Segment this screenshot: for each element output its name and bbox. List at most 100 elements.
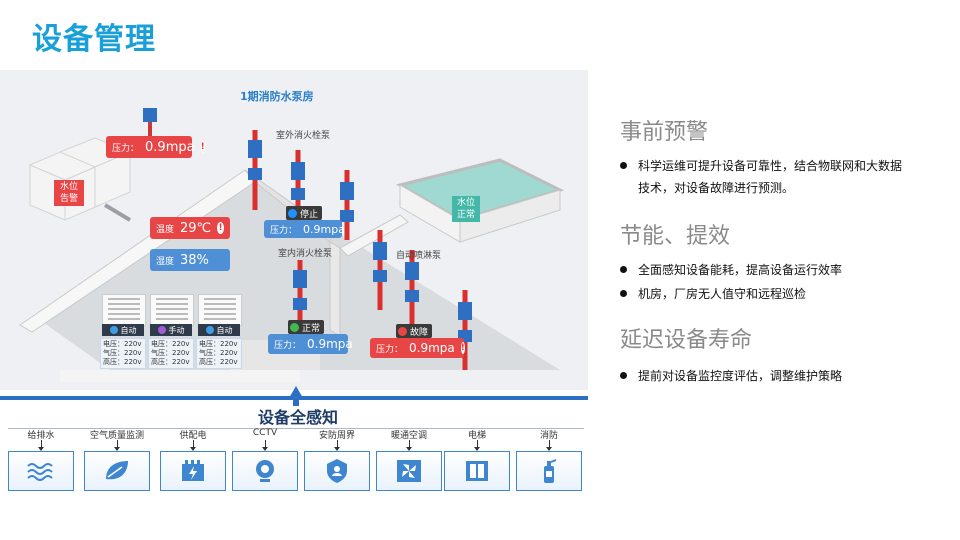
- pump-fault-pressure-label: 压力：: [376, 344, 404, 355]
- cabinet-mode-text: 自动: [216, 325, 233, 335]
- temperature-label: 温度: [156, 224, 175, 235]
- cabinet-info: 电压：220v 气压：220v 高压：220v: [100, 338, 146, 369]
- cabinet-voltage: 电压：220v: [103, 340, 142, 348]
- pump-normal-text: 正常: [302, 323, 321, 334]
- cabinet-high-pressure: 高压：220v: [199, 358, 238, 366]
- arrow-down-icon: [113, 440, 120, 451]
- fan-icon[interactable]: [376, 451, 442, 491]
- fault-icon: [398, 326, 407, 336]
- pressure-top-badge[interactable]: 压力： 0.9mpa !: [106, 136, 205, 158]
- left-tank-alarm-badge[interactable]: 水位 告警: [54, 180, 84, 206]
- temperature-badge[interactable]: 温度 29℃ !: [150, 217, 230, 239]
- pump-fault-text: 故障: [410, 327, 429, 338]
- pump-fault-status[interactable]: 故障: [396, 324, 433, 338]
- arrow-down-icon: [405, 440, 412, 451]
- pump-normal-pressure-label: 压力：: [274, 340, 302, 351]
- cabinet-voltage: 电压：220v: [199, 340, 238, 348]
- pump-fault-pressure[interactable]: 压力： 0.9mpa !: [370, 338, 465, 358]
- subsystem-hvac[interactable]: 暖通空调: [374, 428, 444, 491]
- subsystem-fire[interactable]: 消防: [514, 428, 584, 491]
- alert-icon: !: [217, 222, 224, 234]
- subsystem-name: 空气质量监测: [89, 431, 144, 441]
- pump-normal-status[interactable]: 正常: [288, 320, 325, 334]
- right-tank-line1: 水位: [456, 198, 475, 208]
- mode-icon: [205, 326, 214, 334]
- right-tank-line2: 正常: [456, 210, 475, 220]
- left-tank-line1: 水位: [59, 182, 78, 192]
- temperature-value: 29℃: [180, 220, 212, 236]
- scene-title: 1期消防水泵房: [240, 90, 314, 103]
- section-heading: 节能、提效: [620, 224, 731, 249]
- outdoor-hydrant-label: 室外消火栓泵: [276, 131, 331, 141]
- arrow-down-icon: [37, 440, 44, 451]
- subsystem-air-quality[interactable]: 空气质量监测: [82, 428, 152, 491]
- bullet-item: 提前对设备监控度评估，调整维护策略: [620, 365, 910, 387]
- subsystem-name: 电梯: [467, 431, 486, 441]
- pump-stop-pressure-label: 压力：: [270, 225, 298, 236]
- subsystem-name: CCTV: [252, 428, 278, 438]
- extinguisher-icon[interactable]: [516, 451, 582, 491]
- mode-icon: [157, 326, 166, 334]
- stop-icon: [288, 208, 297, 218]
- water-icon[interactable]: [8, 451, 74, 491]
- subsystem-security[interactable]: 安防周界: [302, 428, 372, 491]
- arrow-down-icon: [473, 440, 480, 451]
- pump-stop-status[interactable]: 停止: [286, 206, 323, 220]
- pump-stop-pressure[interactable]: 压力： 0.9mpa: [264, 220, 345, 238]
- alert-icon: !: [460, 342, 465, 354]
- camera-icon[interactable]: [232, 451, 298, 491]
- humidity-badge[interactable]: 湿度 38%: [150, 249, 230, 271]
- right-tank-status-badge[interactable]: 水位 正常: [452, 196, 480, 222]
- arrow-down-icon: [261, 440, 268, 451]
- shield-icon[interactable]: [304, 451, 370, 491]
- indoor-hydrant-label: 室内消火栓泵: [278, 249, 333, 259]
- humidity-value: 38%: [180, 252, 209, 268]
- power-icon[interactable]: [160, 451, 226, 491]
- control-cabinet[interactable]: [150, 294, 194, 326]
- pressure-top-value: 0.9mpa: [145, 139, 195, 155]
- pump-normal-pressure-value: 0.9mpa: [307, 337, 353, 351]
- page-title: 设备管理: [32, 22, 156, 57]
- subsystem-elevator[interactable]: 电梯: [442, 428, 512, 491]
- bullet-item: 科学运维可提升设备可靠性，结合物联网和大数据技术，对设备故障进行预测。: [620, 155, 910, 199]
- bullet-item: 机房，厂房无人值守和远程巡检: [620, 283, 910, 305]
- subsystem-water[interactable]: 给排水: [6, 428, 76, 491]
- subsystem-cctv[interactable]: CCTV: [230, 428, 300, 491]
- subsystem-name: 供配电: [179, 431, 207, 441]
- pump-stop-pressure-value: 0.9mpa: [303, 222, 345, 236]
- control-cabinet[interactable]: [198, 294, 242, 326]
- arrow-up-icon: [289, 386, 303, 398]
- cabinet-high-pressure: 高压：220v: [151, 358, 190, 366]
- subsystem-name: 暖通空调: [390, 431, 427, 441]
- sensing-bar: [0, 396, 588, 400]
- pump-fault-pressure-value: 0.9mpa: [409, 341, 455, 355]
- cabinet-air-pressure: 气压：220v: [151, 349, 190, 357]
- pressure-top-label: 压力：: [112, 143, 140, 154]
- elevator-icon[interactable]: [444, 451, 510, 491]
- mode-icon: [109, 326, 118, 334]
- subsystem-power[interactable]: 供配电: [158, 428, 228, 491]
- bullet-item: 全面感知设备能耗，提高设备运行效率: [620, 259, 910, 281]
- ok-icon: [290, 322, 299, 332]
- section-heading: 事前预警: [620, 120, 709, 145]
- cabinet-mode-text: 手动: [168, 325, 185, 335]
- cabinet-high-pressure: 高压：220v: [103, 358, 142, 366]
- alert-icon: !: [200, 141, 205, 153]
- humidity-label: 湿度: [156, 256, 175, 267]
- cabinet-mode: 手动: [150, 324, 192, 336]
- cabinet-voltage: 电压：220v: [151, 340, 190, 348]
- subsystem-name: 消防: [539, 431, 558, 441]
- sensing-label: 设备全感知: [258, 408, 339, 427]
- subsystem-line: [8, 428, 584, 429]
- sprinkler-label: 自动喷淋泵: [396, 251, 442, 261]
- control-cabinet[interactable]: [102, 294, 146, 326]
- cabinet-mode: 自动: [102, 324, 144, 336]
- cabinet-air-pressure: 气压：220v: [199, 349, 238, 357]
- section-heading: 延迟设备寿命: [620, 328, 753, 353]
- arrow-down-icon: [333, 440, 340, 451]
- pump-normal-pressure[interactable]: 压力： 0.9mpa: [268, 334, 353, 354]
- cabinet-info: 电压：220v 气压：220v 高压：220v: [196, 338, 242, 369]
- leaf-icon[interactable]: [84, 451, 150, 491]
- arrow-down-icon: [545, 440, 552, 451]
- subsystem-name: 安防周界: [318, 431, 355, 441]
